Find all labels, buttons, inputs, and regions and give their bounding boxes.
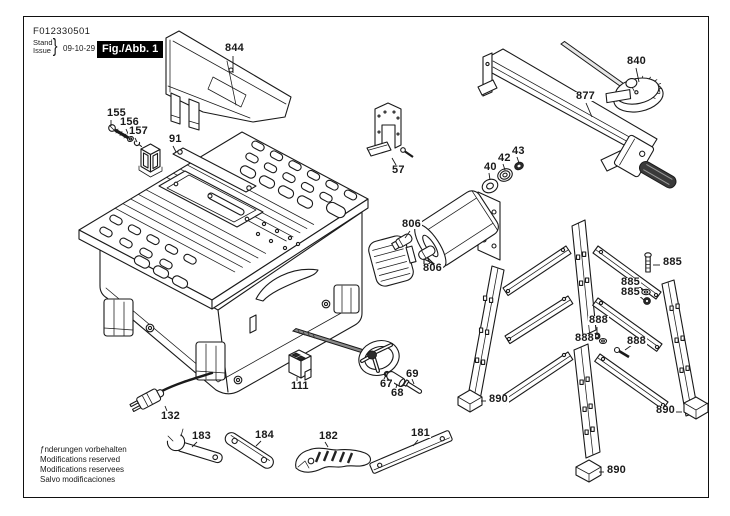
- fence-grip-handle: [638, 160, 677, 189]
- screw-set-155-157: [108, 124, 163, 178]
- carbon-brushes-806: [391, 233, 436, 272]
- part-label-183: 183: [191, 430, 212, 442]
- part-label-111: 111: [290, 380, 310, 392]
- part-label-157: 157: [128, 125, 149, 137]
- motor-fan-cover: [368, 235, 417, 287]
- push-stick-182: [295, 447, 372, 473]
- blade-guard-844: [165, 30, 292, 131]
- part-label-890-b: 890: [655, 404, 676, 416]
- rip-fence-877: [477, 48, 677, 189]
- notice-line-de: ƒnderungen vorbehalten: [40, 445, 127, 454]
- power-cord-132: [129, 371, 214, 413]
- notice-line-fr: Modifications reservees: [40, 465, 125, 474]
- foot-left: [103, 298, 134, 337]
- part-label-156: 156: [119, 116, 140, 128]
- part-label-42: 42: [497, 152, 512, 164]
- foot-right: [333, 284, 360, 314]
- screw-hole-dots: [255, 221, 301, 251]
- notice-line-en: Modifications reserved: [40, 455, 121, 464]
- stand-label: Stand: [33, 38, 53, 47]
- part-label-806-b: 806: [422, 262, 443, 274]
- part-label-885-a: 885: [662, 256, 683, 268]
- table-top: [78, 131, 369, 310]
- part-label-888-c: 888: [626, 335, 647, 347]
- spanner-bar-184: [224, 432, 274, 469]
- part-label-888-a: 888: [588, 314, 609, 326]
- part-label-40: 40: [483, 161, 498, 173]
- wrench-183: [159, 420, 223, 464]
- insert-recess: [158, 170, 264, 228]
- notice-line-es: Salvo modificaciones: [40, 475, 116, 484]
- pin-69: [403, 379, 423, 394]
- handle-cutout: [255, 268, 319, 302]
- foot-front: [195, 341, 226, 381]
- power-switch-111: [288, 349, 312, 381]
- part-label-91: 91: [168, 133, 183, 145]
- part-label-885-b: 885: [620, 276, 641, 288]
- table-vent-slots-right: [239, 140, 358, 219]
- flat-bar-181: [369, 430, 453, 474]
- corner-feet-890: [457, 389, 709, 483]
- part-label-43: 43: [511, 145, 526, 157]
- stand-issue-labels: Stand Issue: [33, 39, 53, 55]
- part-label-57: 57: [391, 164, 406, 176]
- table-insert-plate-91: [172, 147, 257, 193]
- table-grooves-lower: [114, 189, 267, 273]
- part-label-888-b: 888: [574, 332, 595, 344]
- miter-gauge-840: [560, 40, 664, 113]
- hardware-888: [593, 332, 630, 359]
- part-label-877: 877: [575, 90, 596, 102]
- mounting-bracket-57: [366, 102, 414, 158]
- part-label-181: 181: [410, 427, 431, 439]
- part-label-890-c: 890: [606, 464, 627, 476]
- washers-40-42-43: [481, 161, 524, 194]
- part-label-885-c: 885: [620, 286, 641, 298]
- part-label-806-a: 806: [401, 218, 422, 230]
- part-label-184: 184: [254, 429, 275, 441]
- part-label-69: 69: [405, 368, 420, 380]
- issue-label: Issue: [33, 46, 51, 55]
- stand-issue-brace: }: [52, 36, 58, 57]
- part-label-68: 68: [390, 387, 405, 399]
- handwheel-assembly: [291, 327, 423, 394]
- page-border: [23, 16, 709, 498]
- part-label-844: 844: [224, 42, 245, 54]
- saw-base-cabinet: [99, 211, 363, 395]
- hardware-885: [641, 252, 652, 305]
- clamp-bracket: [138, 143, 163, 178]
- part-label-182: 182: [318, 430, 339, 442]
- table-vent-slots-left: [99, 214, 197, 289]
- modification-notice: ƒnderungen vorbehalten Modifications res…: [40, 445, 127, 485]
- part-label-155: 155: [106, 107, 127, 119]
- figure-label: Fig./Abb. 1: [97, 41, 164, 58]
- issue-date: 09-10-29: [63, 44, 96, 53]
- document-number: F012330501: [33, 26, 91, 37]
- part-label-890-a: 890: [488, 393, 509, 405]
- part-label-132: 132: [160, 410, 181, 422]
- part-label-67: 67: [379, 378, 394, 390]
- part-label-840: 840: [626, 55, 647, 67]
